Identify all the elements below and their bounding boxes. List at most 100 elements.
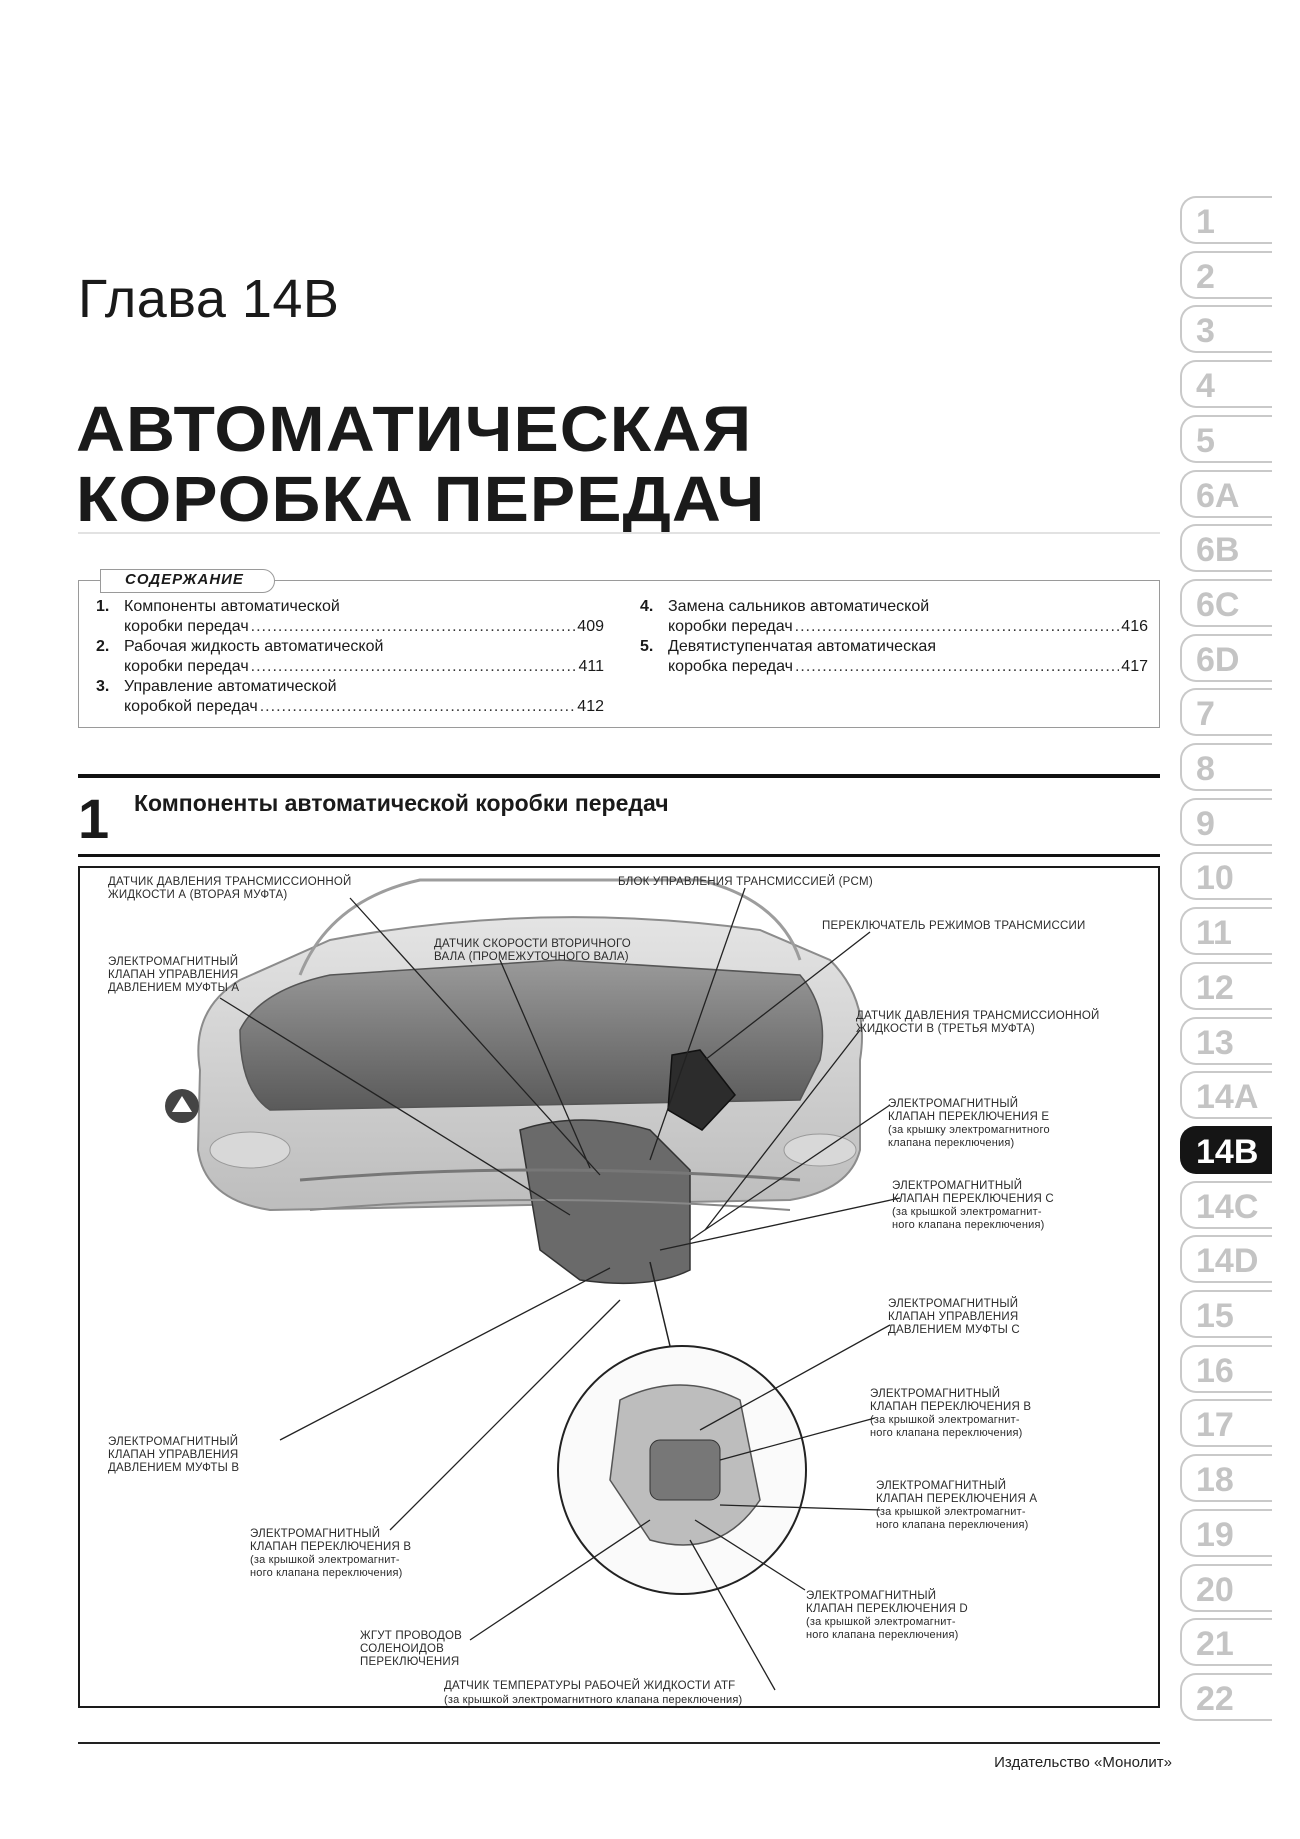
chapter-tab-7[interactable]: 7: [1180, 688, 1272, 737]
toc-page: 411: [578, 658, 604, 675]
chapter-tab-label: 14C: [1196, 1187, 1259, 1226]
toc-page: 417: [1121, 658, 1148, 675]
label-atf-temp-sensor: ДАТЧИК ТЕМПЕРАТУРЫ РАБОЧЕЙ ЖИДКОСТИ ATF: [444, 1680, 736, 1692]
headlight-right: [783, 1133, 857, 1167]
open-hood: [298, 878, 802, 976]
label-clutch-a-solenoid: ЭЛЕКТРОМАГНИТНЫЙ КЛАПАН УПРАВЛЕНИЯ ДАВЛЕ…: [108, 956, 240, 994]
chapter-tab-17[interactable]: 17: [1180, 1399, 1272, 1448]
chapter-tab-label: 22: [1196, 1679, 1234, 1718]
chapter-tab-14c[interactable]: 14C: [1180, 1180, 1272, 1229]
chapter-tab-label: 14A: [1196, 1078, 1259, 1117]
chapter-tab-21[interactable]: 21: [1180, 1618, 1272, 1667]
toc-title-cont: коробки передач: [124, 658, 249, 675]
label-shift-solenoid-a: ЭЛЕКТРОМАГНИТНЫЙ КЛАПАН ПЕРЕКЛЮЧЕНИЯ А: [876, 1480, 1038, 1505]
section-rule-top: [78, 774, 1160, 778]
chapter-tab-6c[interactable]: 6C: [1180, 578, 1272, 627]
chapter-tab-label: 6D: [1196, 640, 1240, 679]
chapter-tab-label: 15: [1196, 1297, 1234, 1335]
label-shift-solenoid-b-right: ЭЛЕКТРОМАГНИТНЫЙ КЛАПАН ПЕРЕКЛЮЧЕНИЯ В: [870, 1388, 1032, 1413]
logo-mark: [172, 1096, 192, 1112]
label-shift-solenoid-e-note: (за крышку электромагнитного клапана пер…: [888, 1124, 1050, 1149]
chapter-tab-label: 6B: [1196, 531, 1240, 570]
label-shift-solenoid-a-note: (за крышкой электромагнит- ного клапана …: [876, 1506, 1029, 1531]
headlight-left: [209, 1131, 291, 1169]
title-underline: [78, 532, 1160, 534]
chapter-tab-6a[interactable]: 6A: [1180, 469, 1272, 518]
chapter-tab-12[interactable]: 12: [1180, 961, 1272, 1010]
chapter-tab-13[interactable]: 13: [1180, 1016, 1272, 1065]
grille-2: [309, 1199, 791, 1211]
chapter-tab-14b[interactable]: 14B: [1180, 1125, 1272, 1174]
chapter-tab-label: 12: [1196, 968, 1234, 1007]
chapter-tab-label: 2: [1196, 257, 1215, 296]
page-title-line-2: КОРОБКА ПЕРЕДАЧ: [76, 463, 766, 535]
detail-connector: [649, 1261, 671, 1347]
chapter-tab-5[interactable]: 5: [1180, 414, 1272, 463]
figure-frame: [78, 866, 1160, 1708]
toc-num: 5.: [640, 638, 654, 655]
chapter-tab-label: 14D: [1196, 1242, 1259, 1281]
label-shift-solenoid-b-left-note: (за крышкой электромагнит- ного клапана …: [250, 1554, 403, 1579]
chapter-tab-11[interactable]: 11: [1180, 907, 1272, 956]
leader-lines: [219, 887, 901, 1691]
toc-box: [78, 580, 1160, 728]
toc-page: 416: [1121, 618, 1148, 635]
label-atf-temp-sensor-note: (за крышкой электромагнитного клапана пе…: [444, 1694, 743, 1706]
chapter-tab-10[interactable]: 10: [1180, 852, 1272, 901]
label-shift-solenoid-d-note: (за крышкой электромагнит- ного клапана …: [806, 1616, 959, 1641]
toc-num: 4.: [640, 598, 654, 615]
chapter-tab-3[interactable]: 3: [1180, 305, 1272, 354]
page-title-line-1: АВТОМАТИЧЕСКАЯ: [76, 393, 753, 465]
toc-leader: коробки передач409: [124, 618, 604, 636]
chapter-tab-22[interactable]: 22: [1180, 1672, 1272, 1721]
label-shift-solenoid-d: ЭЛЕКТРОМАГНИТНЫЙ КЛАПАН ПЕРЕКЛЮЧЕНИЯ D: [806, 1590, 968, 1615]
label-shift-solenoid-e: ЭЛЕКТРОМАГНИТНЫЙ КЛАПАН ПЕРЕКЛЮЧЕНИЯ Е: [888, 1098, 1050, 1123]
chapter-tab-2[interactable]: 2: [1180, 250, 1272, 299]
chapter-tab-18[interactable]: 18: [1180, 1454, 1272, 1503]
footer-rule: [78, 1742, 1160, 1744]
toc-num: 3.: [96, 678, 110, 695]
chapter-tab-15[interactable]: 15: [1180, 1290, 1272, 1338]
chapter-tab-label: 21: [1196, 1625, 1234, 1664]
chapter-tab-20[interactable]: 20: [1180, 1563, 1272, 1612]
chapter-tab-label: 3: [1196, 312, 1215, 351]
chapter-tab-14d[interactable]: 14D: [1180, 1235, 1272, 1284]
label-clutch-b-solenoid: ЭЛЕКТРОМАГНИТНЫЙ КЛАПАН УПРАВЛЕНИЯ ДАВЛЕ…: [108, 1436, 240, 1474]
label-pcm: БЛОК УПРАВЛЕНИЯ ТРАНСМИССИЕЙ (PCM): [618, 876, 873, 888]
chapter-tab-label: 8: [1196, 750, 1215, 788]
toc-leader: коробки передач 411: [124, 658, 604, 676]
chapter-tab-label: 9: [1196, 804, 1215, 843]
chapter-tab-9[interactable]: 9: [1180, 797, 1272, 846]
pcm-box: [667, 1049, 736, 1131]
chapter-tab-1[interactable]: 1: [1180, 196, 1272, 244]
toc-leader: коробка передач417: [668, 658, 1148, 676]
toc-title-cont: коробкой передач: [124, 698, 258, 715]
chapter-tab-label: 20: [1196, 1570, 1234, 1609]
chapter-tab-label: 6C: [1196, 585, 1240, 624]
toc-title: Замена сальников автоматической: [668, 598, 930, 615]
chapter-tab-16[interactable]: 16: [1180, 1344, 1272, 1393]
chapter-label: Глава 14B: [78, 269, 340, 329]
section-title: Компоненты автоматической коробки переда…: [134, 790, 669, 816]
toc-title: Девятиступенчатая автоматическая: [668, 638, 936, 655]
label-secondary-shaft-sensor: ДАТЧИК СКОРОСТИ ВТОРИЧНОГО ВАЛА (ПРОМЕЖУ…: [434, 938, 631, 963]
chapter-tab-4[interactable]: 4: [1180, 360, 1272, 409]
label-mode-switch: ПЕРЕКЛЮЧАТЕЛЬ РЕЖИМОВ ТРАНСМИССИИ: [822, 920, 1086, 932]
chapter-tab-label: 5: [1196, 421, 1215, 460]
chapter-tab-label: 16: [1196, 1351, 1234, 1390]
toc-title-cont: коробки передач: [668, 618, 793, 635]
toc-title: Компоненты автоматической: [124, 598, 340, 615]
chapter-tab-label: 7: [1196, 695, 1215, 734]
toc-num: 1.: [96, 598, 110, 615]
chapter-tab-6b[interactable]: 6B: [1180, 524, 1272, 573]
toc-leader: коробкой передач412: [124, 698, 604, 716]
chapter-tab-label: 13: [1196, 1023, 1234, 1062]
label-wiring-harness: ЖГУТ ПРОВОДОВ СОЛЕНОИДОВ ПЕРЕКЛЮЧЕНИЯ: [360, 1630, 462, 1668]
chapter-tab-19[interactable]: 19: [1180, 1508, 1272, 1557]
chapter-tab-14a[interactable]: 14A: [1180, 1071, 1272, 1120]
section-rule-bottom: [78, 854, 1160, 857]
chapter-tab-8[interactable]: 8: [1180, 743, 1272, 791]
toc-title-cont: коробки передач: [124, 618, 249, 635]
chapter-tab-6d[interactable]: 6D: [1180, 633, 1272, 682]
toc-title: Рабочая жидкость автоматической: [124, 638, 384, 655]
